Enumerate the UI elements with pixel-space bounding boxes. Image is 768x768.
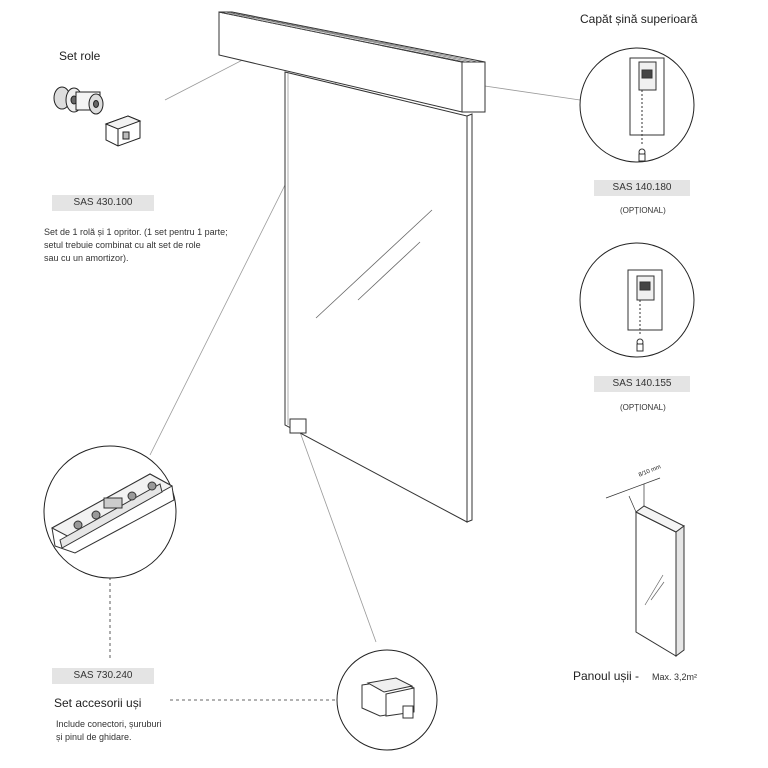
roller-set-description-line-2: setul trebuie combinat cu alt set de rol… (44, 240, 201, 250)
track-end-note-2: (OPȚIONAL) (620, 403, 666, 412)
accessory-set-description-line-2: și pinul de ghidare. (56, 732, 132, 742)
roller-set-description-line-3: sau cu un amortizor). (44, 253, 129, 263)
glass-door (284, 71, 473, 523)
door-panel-illustration (605, 477, 685, 657)
accessory-set-description-line-1: Include conectori, șuruburi (56, 719, 162, 729)
track-end-code-1: SAS 140.180 (594, 180, 690, 196)
accessory-set-title: Set accesorii uși (54, 696, 142, 710)
door-panel-max-area: Max. 3,2m² (652, 672, 698, 682)
roller-set-code: SAS 430.100 (52, 195, 154, 211)
accessory-set-code: SAS 730.240 (52, 668, 154, 684)
roller-set-title: Set role (59, 49, 101, 63)
door-connector-detail (43, 445, 177, 579)
track-end-note-1: (OPȚIONAL) (620, 206, 666, 215)
door-panel-title: Panoul ușii - (573, 669, 640, 683)
roller-set-illustration (53, 86, 142, 147)
roller-set-description-line-1: Set de 1 rolă și 1 opritor. (1 set pentr… (44, 227, 228, 237)
track-end-detail-1 (579, 47, 695, 163)
accessory-set-description: Include conectori, șuruburi și pinul de … (56, 718, 236, 744)
track-end-title: Capăt șină superioară (580, 12, 698, 26)
guide-pin-detail (336, 649, 438, 751)
track-end-code-2: SAS 140.155 (594, 376, 690, 392)
roller-set-description: Set de 1 rolă și 1 opritor. (1 set pentr… (44, 226, 264, 265)
track-end-detail-2 (579, 242, 695, 358)
top-rail (218, 11, 486, 113)
